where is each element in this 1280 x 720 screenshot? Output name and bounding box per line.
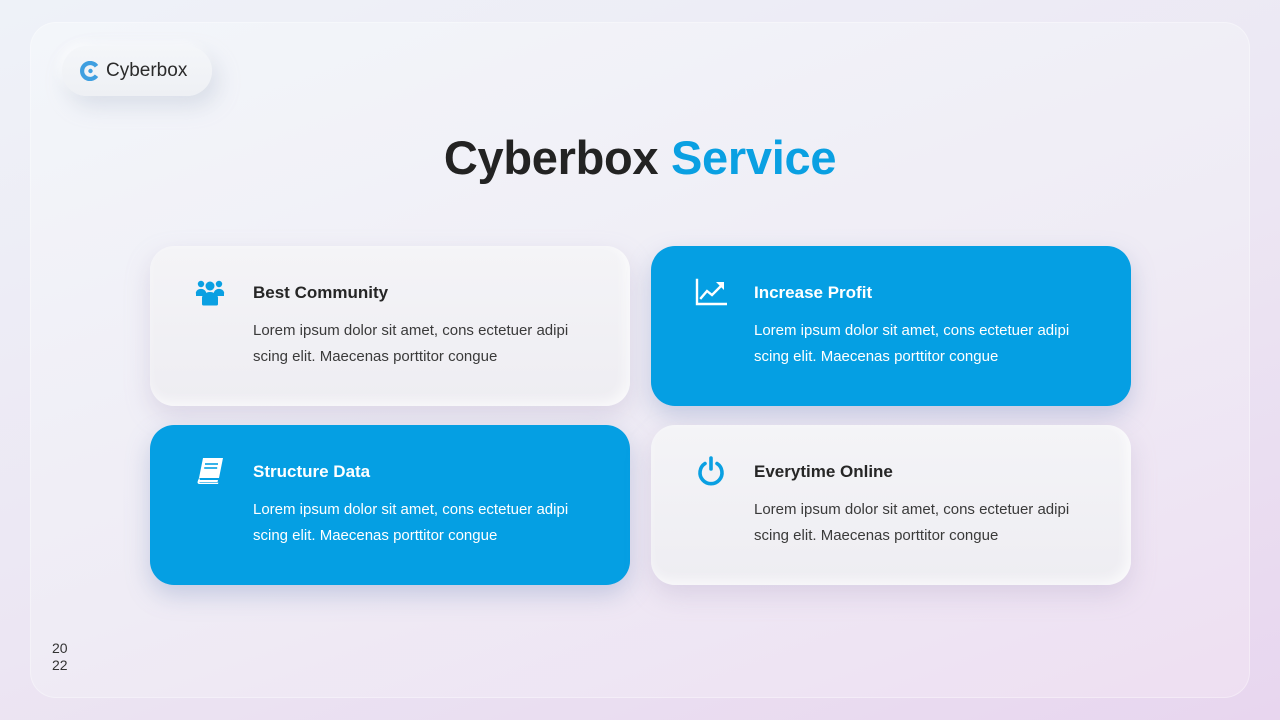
card-body: Lorem ipsum dolor sit amet, cons ectetue… xyxy=(253,501,569,544)
book-icon xyxy=(197,458,223,484)
page-title: Cyberbox Service xyxy=(0,130,1280,185)
page-number: 20 22 xyxy=(52,640,68,674)
title-accent: Service xyxy=(671,131,837,184)
brand-name: Cyberbox xyxy=(106,60,188,81)
card-structure-data: Structure Data Lorem ipsum dolor sit ame… xyxy=(150,425,630,585)
users-icon xyxy=(195,280,225,306)
brand-logo: Cyberbox xyxy=(62,46,212,96)
card-body: Lorem ipsum dolor sit amet, cons ectetue… xyxy=(754,322,1070,365)
card-best-community: Best Community Lorem ipsum dolor sit ame… xyxy=(150,246,630,406)
title-main: Cyberbox xyxy=(443,131,659,184)
c-logo-icon xyxy=(80,61,99,81)
power-icon xyxy=(698,456,724,486)
page-number-line2: 22 xyxy=(52,657,68,673)
card-heading: Best Community xyxy=(253,283,389,302)
card-body: Lorem ipsum dolor sit amet, cons ectetue… xyxy=(253,322,569,365)
card-increase-profit: Increase Profit Lorem ipsum dolor sit am… xyxy=(651,246,1131,406)
chart-line-icon xyxy=(695,278,727,306)
card-heading: Everytime Online xyxy=(754,462,893,481)
card-everytime-online: Everytime Online Lorem ipsum dolor sit a… xyxy=(651,425,1131,585)
card-heading: Structure Data xyxy=(253,462,371,481)
page-number-line1: 20 xyxy=(52,640,68,656)
card-heading: Increase Profit xyxy=(754,283,873,302)
card-body: Lorem ipsum dolor sit amet, cons ectetue… xyxy=(754,501,1070,544)
